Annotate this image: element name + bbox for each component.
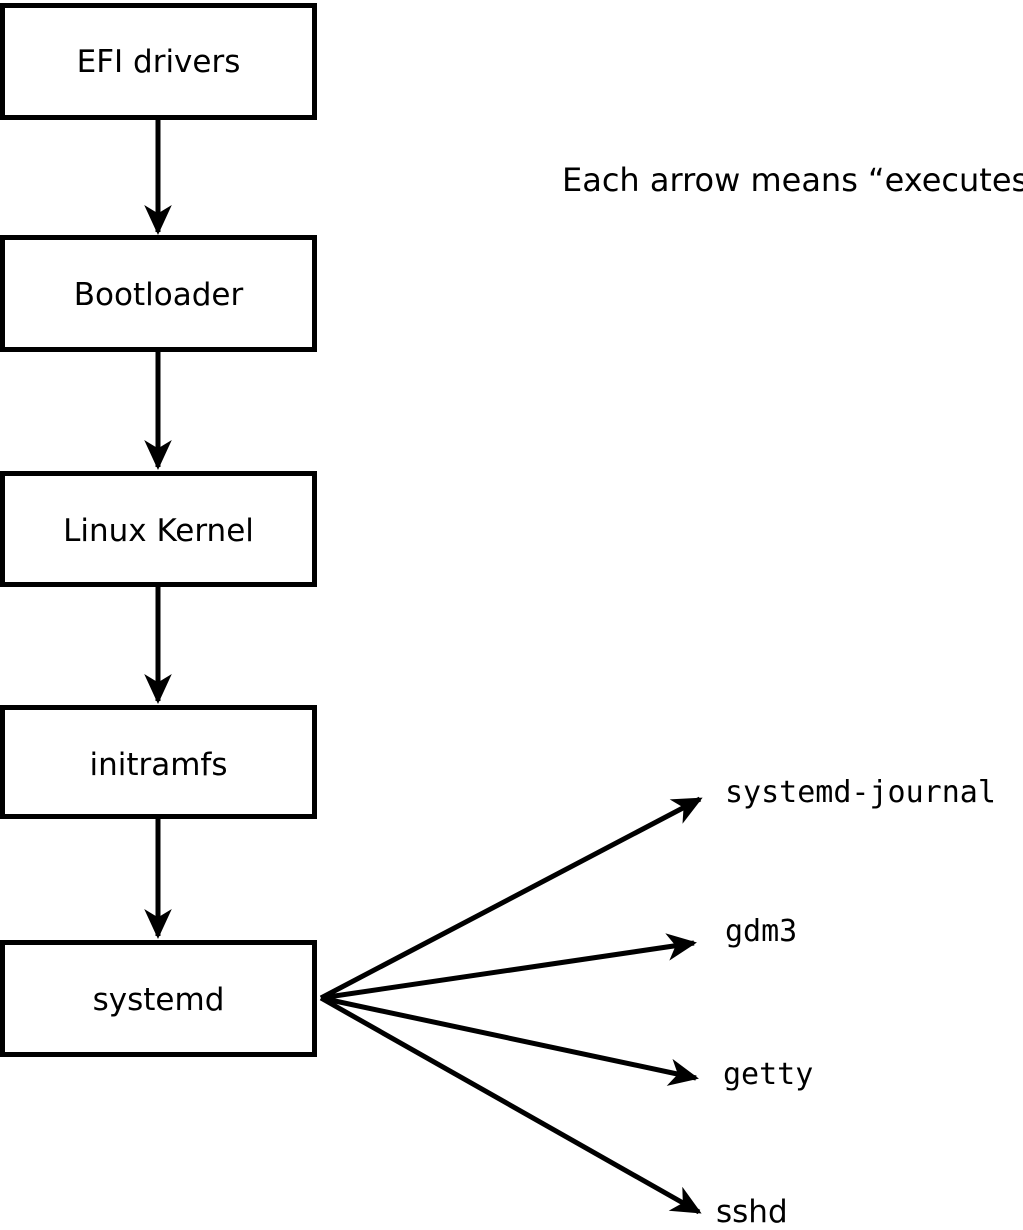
node-bootloader: Bootloader bbox=[0, 235, 317, 352]
arrow-systemd-to-getty bbox=[320, 995, 699, 1086]
systemd-label: systemd bbox=[93, 982, 225, 1018]
linux-kernel-box bbox=[0, 471, 317, 587]
arrow-meaning-note: Each arrow means “executes”. bbox=[562, 161, 1023, 199]
bootloader-box bbox=[0, 235, 317, 352]
node-systemd: systemd bbox=[0, 940, 317, 1057]
systemd-journal-label: systemd-journal bbox=[725, 775, 996, 810]
node-linux-kernel: Linux Kernel bbox=[0, 471, 317, 587]
node-initramfs: initramfs bbox=[0, 705, 317, 819]
efi-drivers-box bbox=[0, 3, 317, 120]
efi-drivers-label: EFI drivers bbox=[77, 44, 241, 80]
getty-label: getty bbox=[723, 1057, 813, 1092]
linux-kernel-label: Linux Kernel bbox=[63, 513, 254, 549]
systemd-box bbox=[0, 940, 317, 1057]
initramfs-label: initramfs bbox=[89, 747, 227, 783]
bootloader-label: Bootloader bbox=[74, 277, 244, 313]
arrow-systemd-to-gdm3 bbox=[320, 933, 697, 1001]
arrow-systemd-to-sshd bbox=[319, 995, 702, 1215]
arrow-systemd-to-journal bbox=[319, 796, 703, 1001]
node-efi-drivers: EFI drivers bbox=[0, 3, 317, 120]
sshd-label: sshd bbox=[716, 1194, 788, 1230]
gdm3-label: gdm3 bbox=[725, 914, 797, 949]
initramfs-box bbox=[0, 705, 317, 819]
